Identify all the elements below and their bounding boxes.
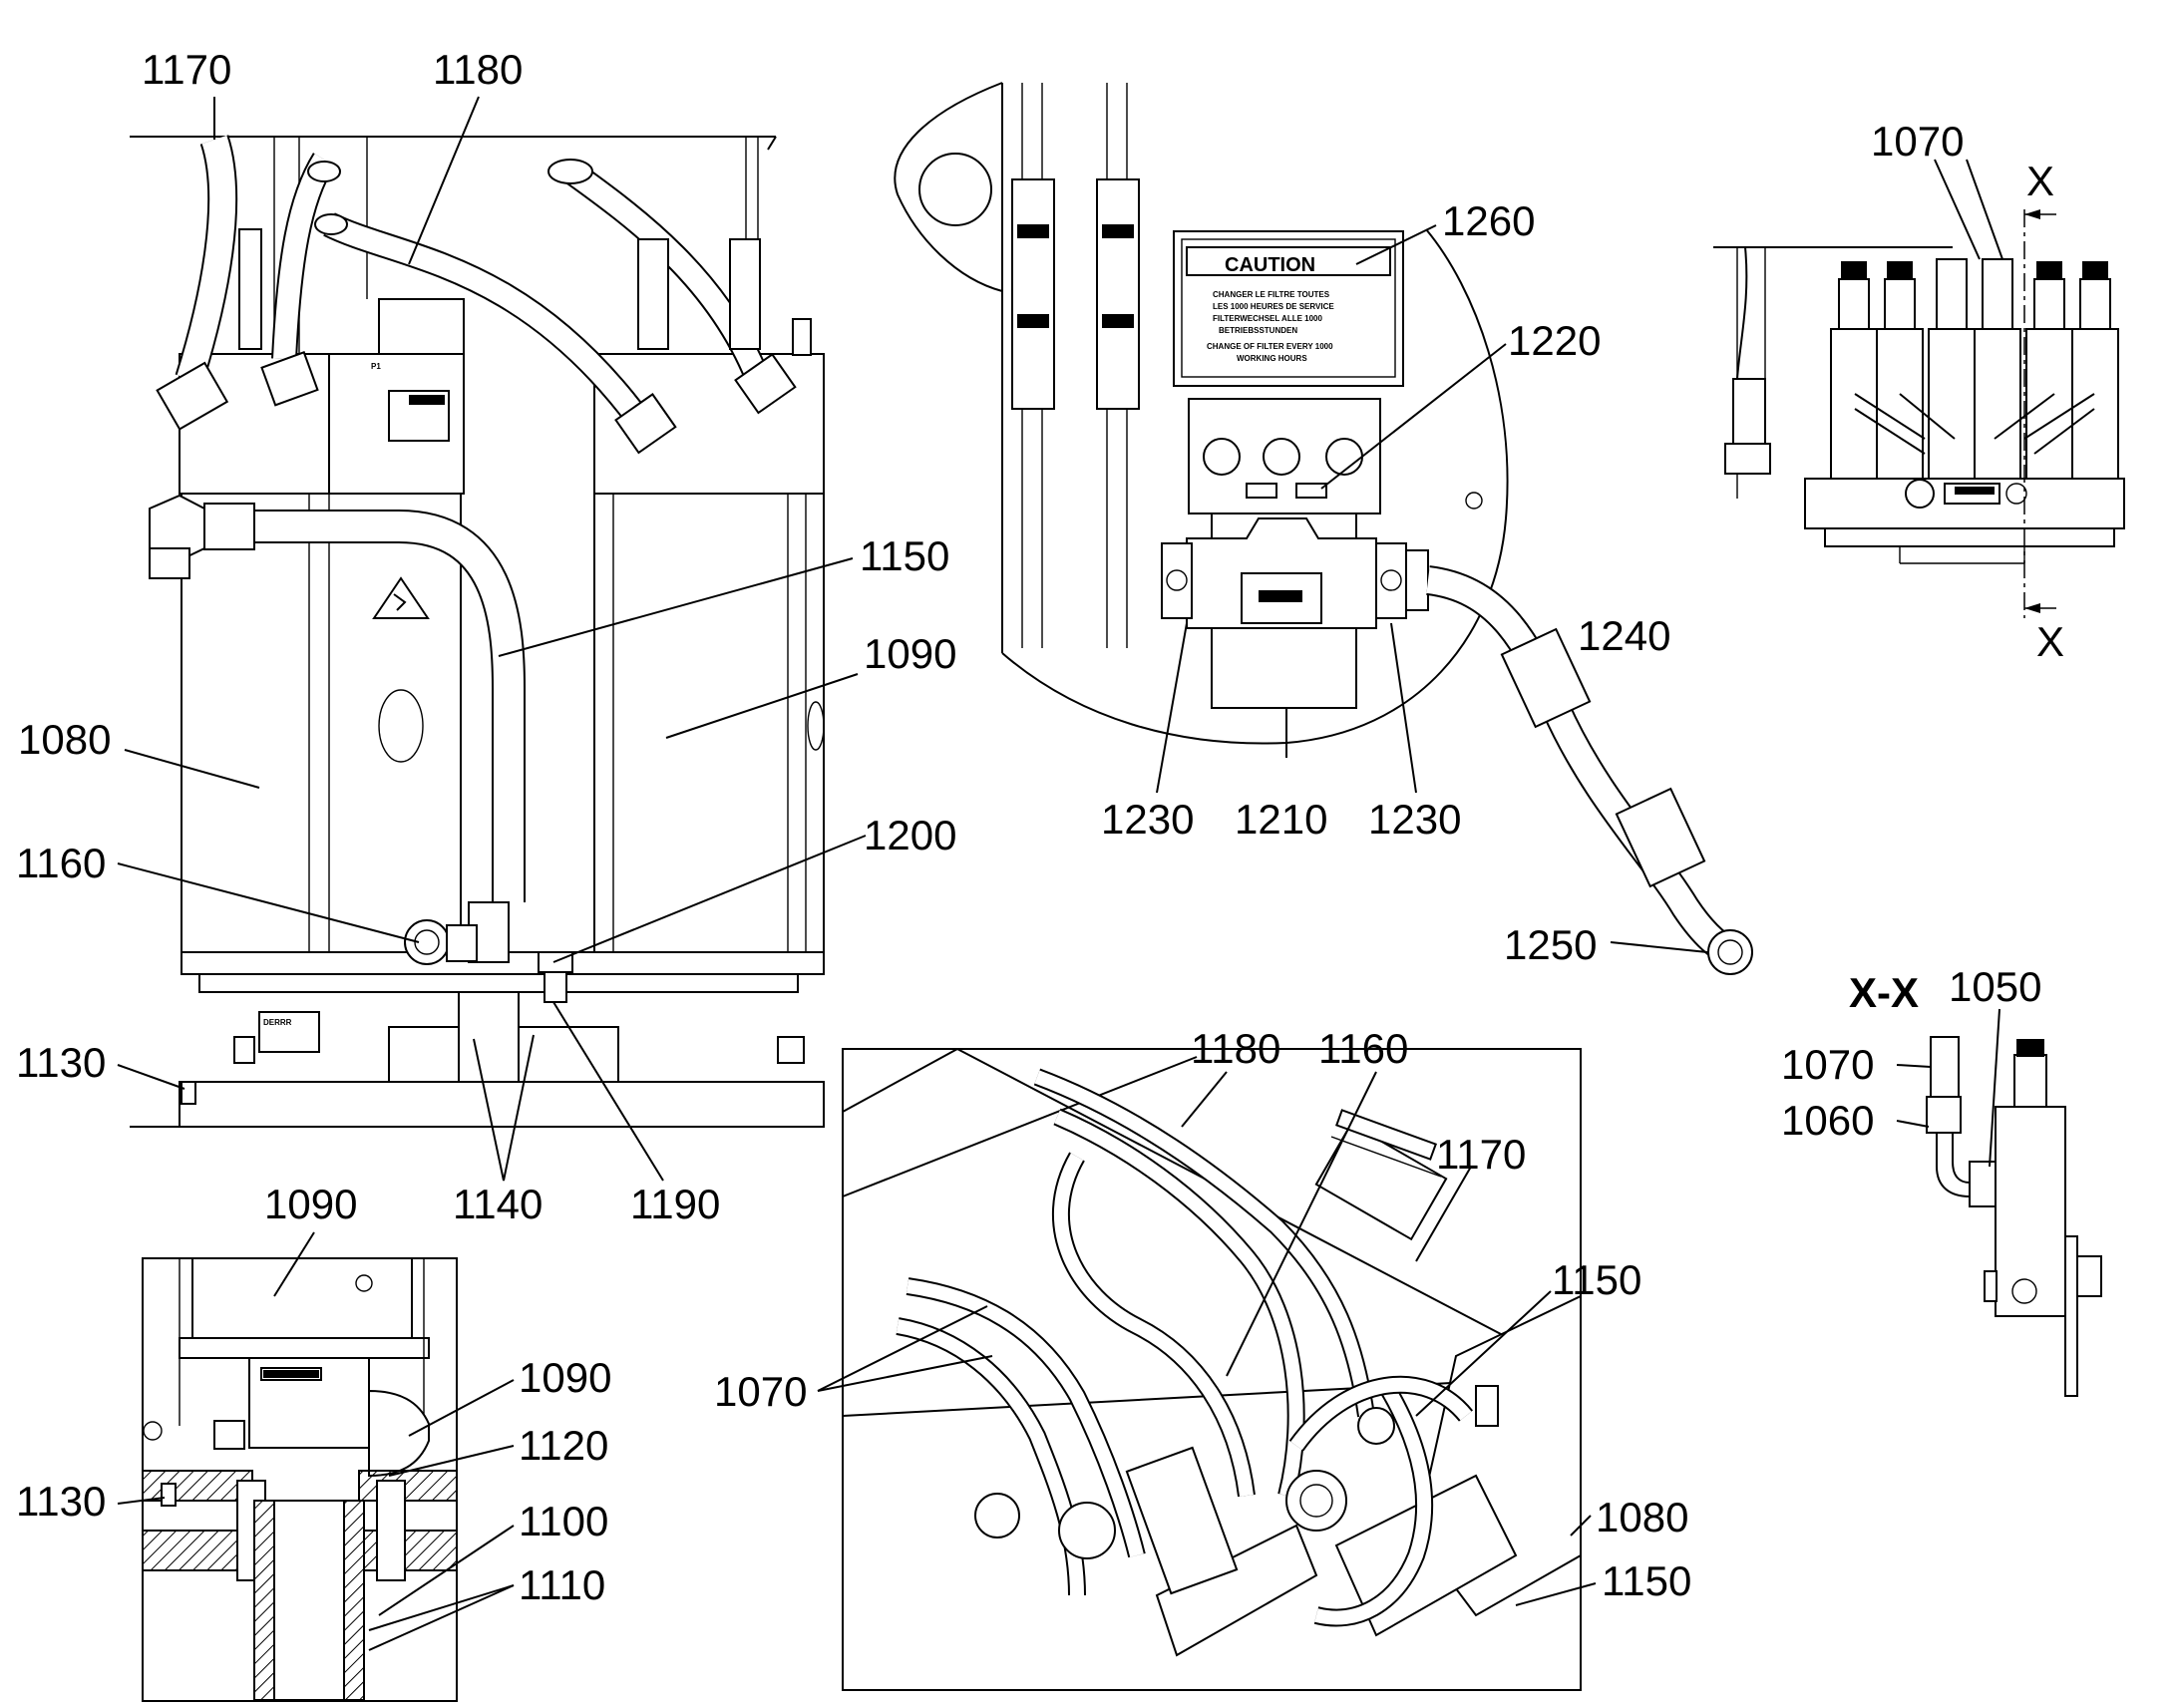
view-section-xx xyxy=(1926,1036,2102,1397)
svg-text:BETRIEBSSTUNDEN: BETRIEBSSTUNDEN xyxy=(1219,326,1297,335)
callout-1130: 1130 xyxy=(16,1039,106,1086)
callout-1090-fitting: 1090 xyxy=(519,1354,611,1401)
callout-1070-section: 1070 xyxy=(1781,1041,1874,1088)
callout-1080-iso: 1080 xyxy=(1596,1494,1688,1540)
callouts-base: 1090 1090 1120 1130 1100 1110 xyxy=(16,1181,611,1651)
callout-1150-iso: 1150 xyxy=(1552,1256,1641,1303)
svg-text:WORKING HOURS: WORKING HOURS xyxy=(1237,354,1307,363)
caution-sign: CAUTION CHANGER LE FILTRE TOUTES LES 100… xyxy=(1173,230,1404,387)
callout-1070: 1070 xyxy=(1871,118,1964,165)
callout-1100: 1100 xyxy=(519,1498,608,1544)
callout-1150-iso-lower: 1150 xyxy=(1602,1557,1691,1604)
nameplate-upper: P1 xyxy=(371,362,450,442)
svg-text:DERRR: DERRR xyxy=(263,1018,292,1027)
callouts-distributor: 1070 X X xyxy=(1871,118,2064,665)
callout-1130-base: 1130 xyxy=(16,1478,106,1525)
callout-1180-iso: 1180 xyxy=(1191,1025,1280,1072)
callout-1050: 1050 xyxy=(1949,963,2041,1010)
callouts-isometric: 1180 1160 1170 1150 1070 1080 1150 xyxy=(714,1025,1691,1606)
callout-1060: 1060 xyxy=(1781,1097,1874,1144)
callout-1180: 1180 xyxy=(433,46,523,93)
svg-text:LES 1000 HEURES DE SERVICE: LES 1000 HEURES DE SERVICE xyxy=(1213,302,1334,311)
callouts-filter: 1260 1220 1240 1230 1210 1230 1250 xyxy=(1101,197,1708,968)
callout-1150: 1150 xyxy=(860,532,949,579)
callout-1260: 1260 xyxy=(1442,197,1535,244)
callout-1070-iso: 1070 xyxy=(714,1368,807,1415)
callouts-section: X-X 1050 1070 1060 xyxy=(1781,963,2041,1168)
callout-1140: 1140 xyxy=(453,1181,543,1227)
view-main-assembly: P1 DERRR xyxy=(130,135,825,1128)
callout-1170: 1170 xyxy=(142,46,231,93)
callout-1230-right: 1230 xyxy=(1368,796,1461,843)
callout-1170-iso: 1170 xyxy=(1436,1131,1526,1178)
callout-1190: 1190 xyxy=(630,1181,720,1227)
view-base-section xyxy=(142,1257,458,1702)
view-filter-detail: CAUTION CHANGER LE FILTRE TOUTES LES 100… xyxy=(894,82,1753,975)
callout-1160-iso: 1160 xyxy=(1318,1025,1408,1072)
callout-1240: 1240 xyxy=(1578,612,1670,659)
callout-1080: 1080 xyxy=(18,716,111,763)
svg-text:FILTERWECHSEL ALLE 1000: FILTERWECHSEL ALLE 1000 xyxy=(1213,314,1322,323)
section-mark-x-bottom: X xyxy=(2036,618,2064,665)
warning-triangle-icon xyxy=(372,576,430,619)
callout-1110: 1110 xyxy=(519,1561,605,1608)
section-mark-x-top: X xyxy=(2026,158,2054,204)
callout-1210: 1210 xyxy=(1235,796,1327,843)
tank-1080 xyxy=(181,493,462,953)
callout-1200: 1200 xyxy=(864,812,956,858)
callout-1090-base: 1090 xyxy=(264,1181,357,1227)
caution-heading: CAUTION xyxy=(1225,254,1315,276)
callout-1120: 1120 xyxy=(519,1422,608,1469)
section-title: X-X xyxy=(1849,969,1919,1016)
callouts-main: 1170 1180 1150 1090 1080 1160 1200 1130 … xyxy=(16,46,956,1227)
view-distributor xyxy=(1713,209,2125,618)
callout-1220: 1220 xyxy=(1508,317,1601,364)
callout-1160: 1160 xyxy=(16,840,106,886)
view-isometric xyxy=(842,1048,1582,1691)
callout-1230-left: 1230 xyxy=(1101,796,1194,843)
callout-1250: 1250 xyxy=(1504,921,1597,968)
svg-text:CHANGE OF FILTER EVERY 1000: CHANGE OF FILTER EVERY 1000 xyxy=(1207,342,1333,351)
svg-text:CHANGER LE FILTRE TOUTES: CHANGER LE FILTRE TOUTES xyxy=(1213,290,1330,299)
callout-1090: 1090 xyxy=(864,630,956,677)
nameplate-label: P1 xyxy=(371,362,381,371)
